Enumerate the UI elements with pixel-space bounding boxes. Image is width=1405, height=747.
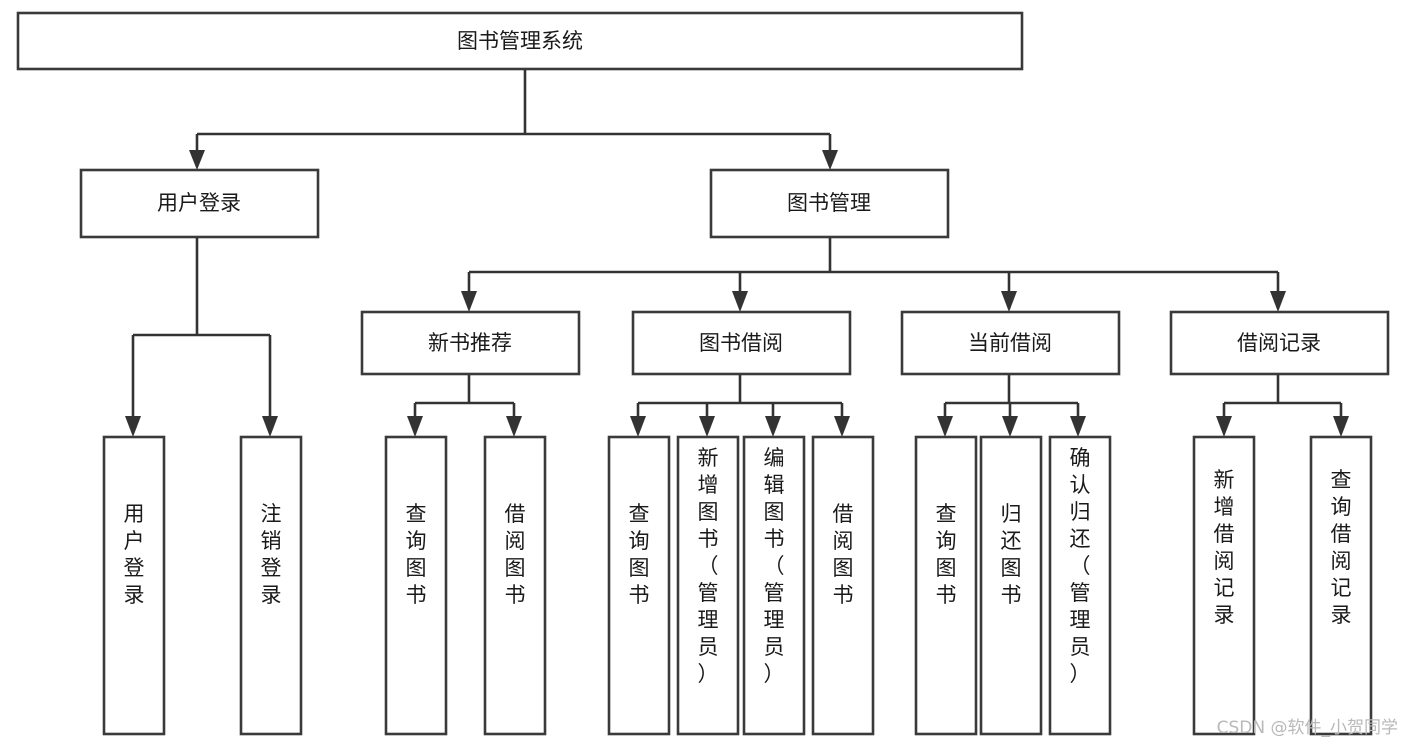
arrow-head-record-1 — [1333, 416, 1349, 437]
leaf-label: 确认归还（管理员） — [1070, 446, 1091, 686]
node-current-borrow-label: 当前借阅 — [968, 331, 1052, 355]
arrow-head-level2-0 — [461, 291, 477, 312]
arrow-head-newbook-1 — [506, 416, 522, 437]
leaf-label: 查询图书 — [936, 502, 957, 607]
leaf-box[interactable] — [811, 435, 875, 736]
leaf-label: 归还图书 — [1001, 502, 1022, 607]
leaf-label: 借阅图书 — [833, 502, 854, 607]
leaf-box[interactable] — [102, 435, 166, 736]
leaf-label: 用户登录 — [124, 502, 145, 607]
arrow-head-level2-2 — [1001, 291, 1017, 312]
arrow-head-borrow-2 — [765, 416, 781, 437]
node-borrow-record[interactable]: 借阅记录 — [1169, 310, 1390, 376]
leaf-label: 查询图书 — [629, 502, 650, 607]
arrow-head-borrow-0 — [630, 416, 646, 437]
leaf-box[interactable] — [914, 435, 978, 736]
leaf-node-record-query-record[interactable]: 查询借阅记录 — [1309, 435, 1373, 736]
arrow-head-current-0 — [937, 416, 953, 437]
node-book-borrow[interactable]: 图书借阅 — [631, 310, 852, 376]
leaf-label: 编辑图书（管理员） — [764, 446, 785, 686]
node-new-book-recommend-label: 新书推荐 — [428, 331, 512, 355]
arrow-head-current-2 — [1070, 416, 1086, 437]
leaf-label: 查询借阅记录 — [1331, 468, 1352, 627]
csdn-watermark: CSDN @软件_小贺同学 — [1217, 718, 1398, 738]
node-root[interactable]: 图书管理系统 — [16, 11, 1024, 71]
node-root-box[interactable] — [16, 11, 1024, 71]
node-current-borrow[interactable]: 当前借阅 — [900, 310, 1121, 376]
node-new-book-recommend[interactable]: 新书推荐 — [360, 310, 581, 376]
leaf-node-borrow-add-book[interactable]: 新增图书（管理员） — [676, 435, 740, 736]
leaf-label: 注销登录 — [261, 502, 282, 607]
leaf-label: 查询图书 — [406, 502, 427, 607]
leaf-node-current-return-book[interactable]: 归还图书 — [979, 435, 1043, 736]
leaf-box[interactable] — [239, 435, 303, 736]
node-borrow-record-box[interactable] — [1169, 310, 1390, 376]
leaf-node-borrow-borrow-book[interactable]: 借阅图书 — [811, 435, 875, 736]
leaf-label: 新增借阅记录 — [1214, 468, 1235, 627]
node-root-label: 图书管理系统 — [457, 29, 583, 53]
connector-layer — [125, 69, 1349, 437]
node-user-login[interactable]: 用户登录 — [79, 168, 320, 239]
node-current-borrow-box[interactable] — [900, 310, 1121, 376]
arrow-head-level2-1 — [732, 291, 748, 312]
leaf-node-newbook-borrow-book[interactable]: 借阅图书 — [483, 435, 547, 736]
leaf-label: 新增图书（管理员） — [698, 446, 719, 686]
leaf-box[interactable] — [384, 435, 448, 736]
leaf-box[interactable] — [676, 435, 740, 736]
node-user-login-label: 用户登录 — [157, 191, 241, 215]
node-book-management-box[interactable] — [709, 168, 950, 239]
leaf-box[interactable] — [742, 435, 806, 736]
arrow-head-userlogin-0 — [125, 416, 141, 437]
leaf-node-borrow-query-book[interactable]: 查询图书 — [607, 435, 671, 736]
node-borrow-record-label: 借阅记录 — [1237, 331, 1321, 355]
leaf-node-newbook-query-book[interactable]: 查询图书 — [384, 435, 448, 736]
leaf-node-borrow-edit-book[interactable]: 编辑图书（管理员） — [742, 435, 806, 736]
leaf-box[interactable] — [483, 435, 547, 736]
leaf-box[interactable] — [607, 435, 671, 736]
leaf-box[interactable] — [979, 435, 1043, 736]
leaf-node-current-confirm-return[interactable]: 确认归还（管理员） — [1048, 435, 1112, 736]
leaf-node-user-login-logout[interactable]: 注销登录 — [239, 435, 303, 736]
leaf-box[interactable] — [1192, 435, 1256, 736]
leaf-node-current-query-book[interactable]: 查询图书 — [914, 435, 978, 736]
arrow-head-level2-3 — [1270, 291, 1286, 312]
node-book-borrow-box[interactable] — [631, 310, 852, 376]
arrow-head-borrow-3 — [834, 416, 850, 437]
arrow-head-userlogin-1 — [262, 416, 278, 437]
leaf-box[interactable] — [1309, 435, 1373, 736]
arrow-head-newbook-0 — [407, 416, 423, 437]
arrow-head-current-1 — [1002, 416, 1018, 437]
leaf-label: 借阅图书 — [505, 502, 526, 607]
node-book-management-label: 图书管理 — [787, 191, 871, 215]
arrow-head-level1-1 — [822, 150, 838, 170]
node-book-borrow-label: 图书借阅 — [699, 331, 783, 355]
arrow-head-borrow-1 — [699, 416, 715, 437]
leaf-node-user-login-login[interactable]: 用户登录 — [102, 435, 166, 736]
arrow-head-level1-0 — [189, 150, 205, 170]
node-book-management[interactable]: 图书管理 — [709, 168, 950, 239]
arrow-head-record-0 — [1216, 416, 1232, 437]
leaf-node-record-add-record[interactable]: 新增借阅记录 — [1192, 435, 1256, 736]
leaf-box[interactable] — [1048, 435, 1112, 736]
node-new-book-recommend-box[interactable] — [360, 310, 581, 376]
node-user-login-box[interactable] — [79, 168, 320, 239]
